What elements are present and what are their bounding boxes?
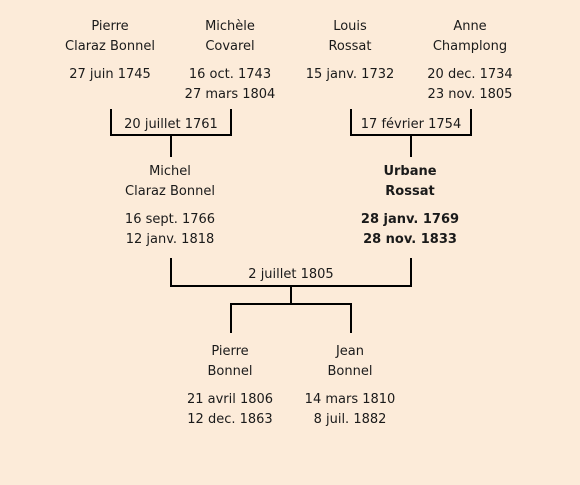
birth-date: 15 janv. 1732 (305, 67, 395, 82)
connector-line (230, 303, 232, 333)
connector-line (170, 258, 172, 287)
first-name: Jean (335, 344, 365, 359)
marriage-label-maternal: 17 février 1754 (356, 116, 466, 134)
last-name: Rossat (328, 39, 372, 54)
birth-date: 20 dec. 1734 (427, 67, 513, 82)
birth-date: 21 avril 1806 (186, 392, 274, 407)
death-date: 27 mars 1804 (184, 87, 276, 102)
connector-line (350, 303, 352, 333)
first-name: Pierre (91, 19, 129, 34)
connector-line (410, 134, 412, 157)
last-name: Bonnel (207, 364, 253, 379)
person-pierre-bonnel: Pierre Bonnel 21 avril 1806 12 dec. 1863 (165, 342, 295, 430)
first-name: Pierre (211, 344, 249, 359)
last-name: Claraz Bonnel (125, 184, 215, 199)
birth-date: 16 sept. 1766 (124, 212, 216, 227)
last-name: Bonnel (327, 364, 373, 379)
last-name: Rossat (385, 184, 435, 199)
first-name: Michèle (205, 19, 255, 34)
first-name: Michel (149, 164, 191, 179)
first-name: Anne (453, 19, 487, 34)
person-pierre-claraz-bonnel-senior: Pierre Claraz Bonnel 27 juin 1745 (45, 17, 175, 85)
birth-date: 27 juin 1745 (69, 67, 151, 82)
death-date: 8 juil. 1882 (313, 412, 387, 427)
marriage-label-paternal: 20 juillet 1761 (120, 116, 222, 134)
connector-line (350, 109, 352, 136)
last-name: Champlong (432, 39, 508, 54)
first-name: Louis (333, 19, 367, 34)
first-name: Urbane (383, 164, 437, 179)
birth-date: 14 mars 1810 (304, 392, 396, 407)
birth-date: 28 janv. 1769 (360, 212, 460, 227)
person-michele-covarel: Michèle Covarel 16 oct. 1743 27 mars 180… (165, 17, 295, 105)
connector-line (170, 134, 172, 157)
connector-line (290, 285, 292, 305)
connector-line (110, 109, 112, 136)
person-anne-champlong: Anne Champlong 20 dec. 1734 23 nov. 1805 (405, 17, 535, 105)
last-name: Covarel (205, 39, 255, 54)
connector-line (230, 109, 232, 136)
connector-line (410, 258, 412, 287)
birth-date: 16 oct. 1743 (188, 67, 272, 82)
connector-line (230, 303, 352, 305)
connector-line (470, 109, 472, 136)
death-date: 28 nov. 1833 (363, 232, 457, 247)
person-louis-rossat: Louis Rossat 15 janv. 1732 (285, 17, 415, 85)
person-michel-claraz-bonnel: Michel Claraz Bonnel 16 sept. 1766 12 ja… (105, 162, 235, 250)
death-date: 12 janv. 1818 (125, 232, 215, 247)
last-name: Claraz Bonnel (65, 39, 155, 54)
death-date: 12 dec. 1863 (187, 412, 273, 427)
marriage-label-parents: 2 juillet 1805 (243, 266, 339, 284)
death-date: 23 nov. 1805 (427, 87, 513, 102)
person-urbane-rossat: Urbane Rossat 28 janv. 1769 28 nov. 1833 (345, 162, 475, 250)
person-jean-bonnel: Jean Bonnel 14 mars 1810 8 juil. 1882 (285, 342, 415, 430)
